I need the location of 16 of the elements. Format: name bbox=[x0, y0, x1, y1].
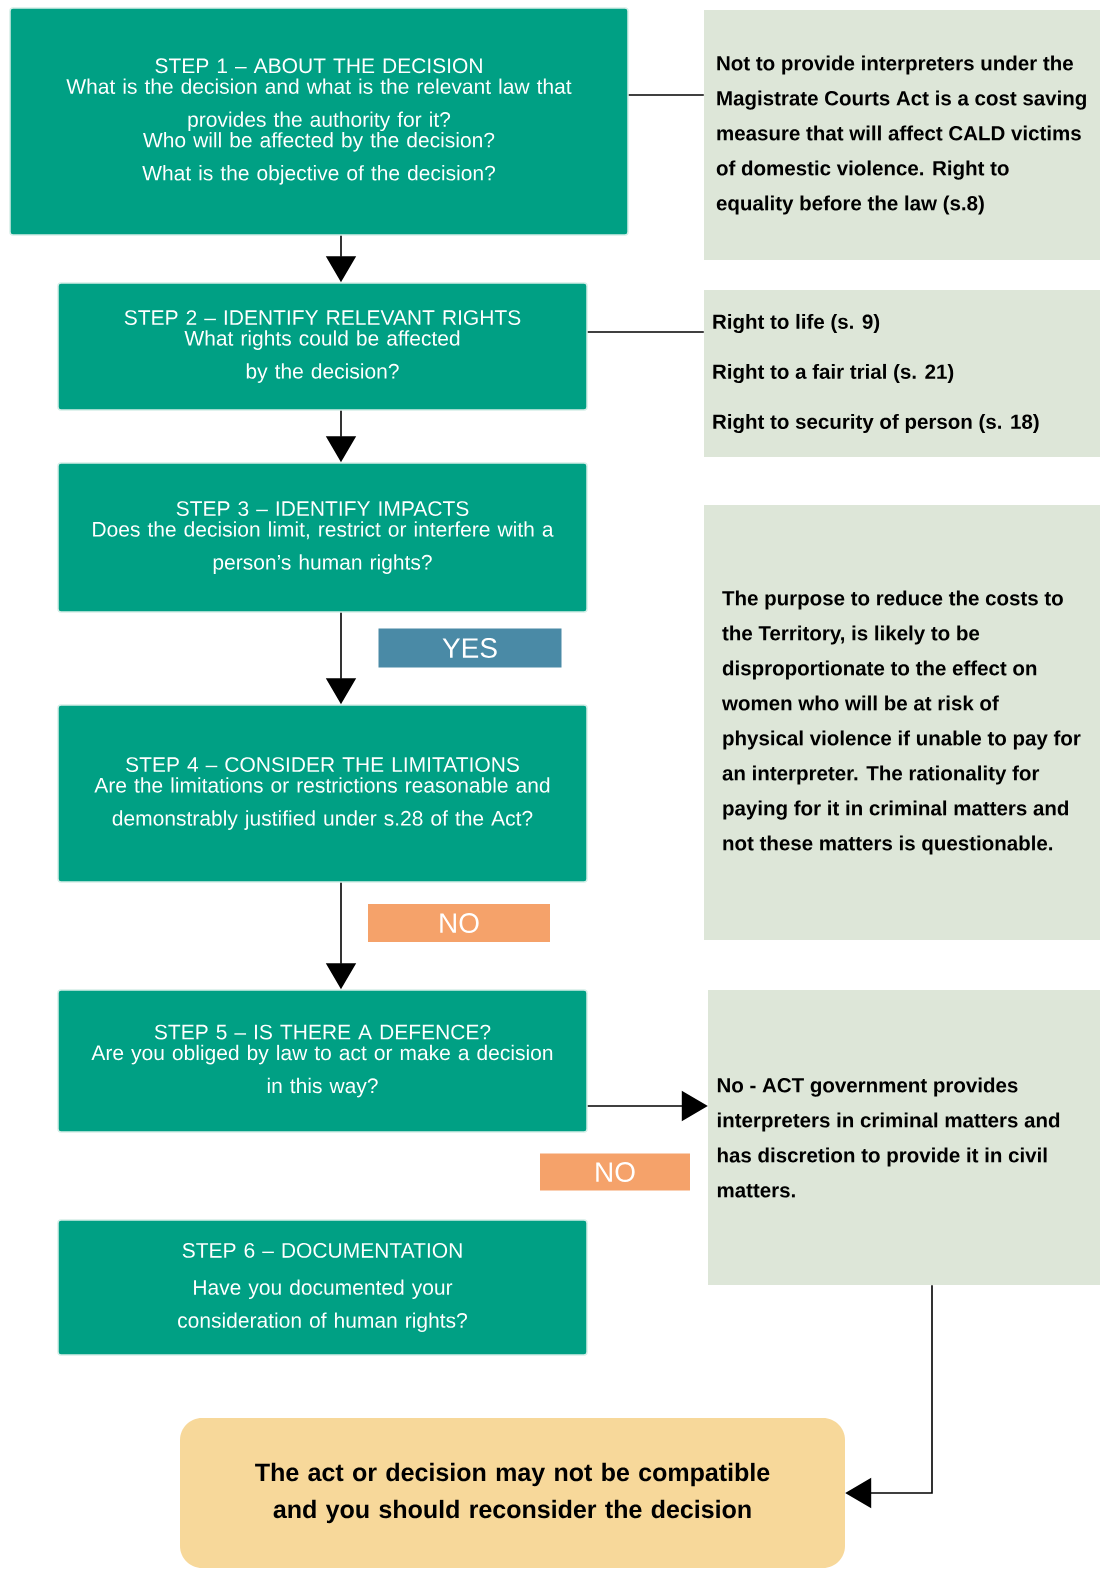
note-box: The purpose to reduce the costs to the Territory, is likely to be disproportionate to the effect on women who will be at risk of physical violence if unable to pay for an interpreter. The rationality for paying for it in criminal matters and not these matters is questionable. bbox=[704, 505, 1100, 940]
result-box: The act or decision may not be compatible and you should reconsider the decision bbox=[180, 1418, 845, 1568]
process-box: STEP 5 – IS THERE A DEFENCE? Are you obliged by law to act or make a decision in this way? bbox=[57, 989, 588, 1133]
process-box: STEP 6 – DOCUMENTATION Have you documented your consideration of human rights? bbox=[57, 1219, 588, 1356]
connector-line bbox=[586, 331, 705, 333]
note-box: Right to life (s. 9) Right to a fair trial (s. 21) Right to security of person (s. 18) bbox=[704, 290, 1100, 457]
connector-line bbox=[627, 94, 705, 96]
process-box: STEP 1 – ABOUT THE DECISION What is the decision and what is the relevant law that provides the authority for it? Who will be affected by the decision? What is the objective of the decision? bbox=[9, 7, 629, 236]
edge-label: YES bbox=[378, 628, 562, 668]
note-box: Not to provide interpreters under the Magistrate Courts Act is a cost saving measure that will affect CALD victims of domestic violence. Right to equality before the law (s.8) bbox=[704, 10, 1100, 260]
process-box: STEP 4 – CONSIDER THE LIMITATIONS Are the limitations or restrictions reasonable and demonstrably justified under s.28 of the Act? bbox=[57, 704, 588, 883]
process-box: STEP 3 – IDENTIFY IMPACTS Does the decision limit, restrict or interfere with a person’s human rights? bbox=[57, 462, 588, 613]
edge-label: NO bbox=[540, 1153, 690, 1191]
process-box: STEP 2 – IDENTIFY RELEVANT RIGHTS What rights could be affected by the decision? bbox=[57, 282, 588, 411]
edge-label: NO bbox=[368, 904, 550, 942]
note-box: No - ACT government provides interpreters in criminal matters and has discretion to provide it in civil matters. bbox=[708, 990, 1100, 1285]
